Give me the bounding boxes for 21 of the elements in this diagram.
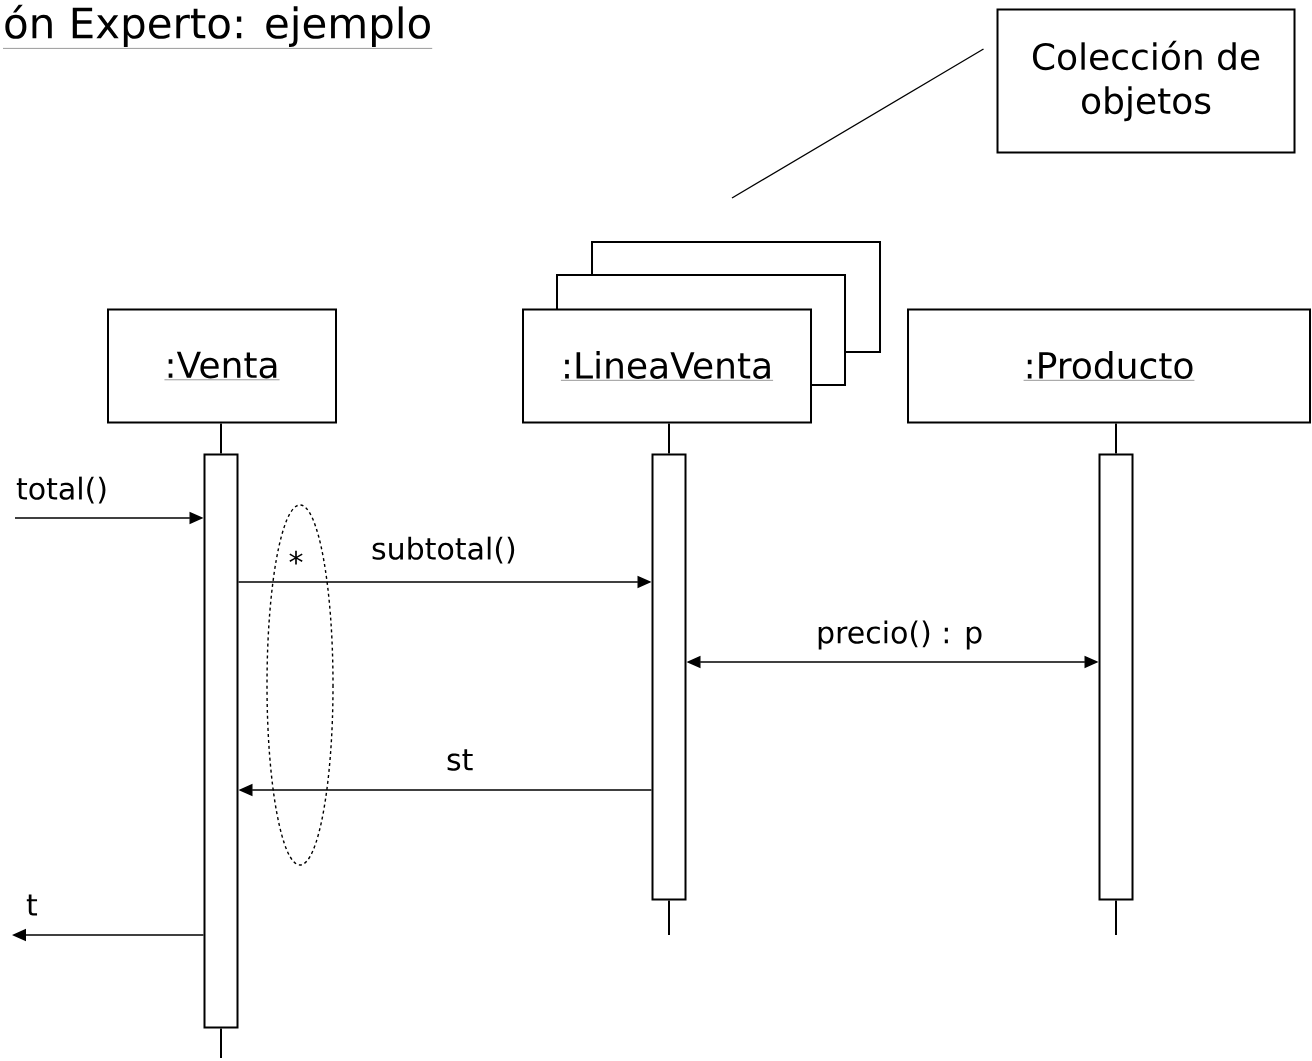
lifeline [1115,422,1117,455]
lifeline [1115,899,1117,936]
activation-bar [203,453,239,1029]
lifeline [668,899,670,936]
edge-label: subtotal() [372,536,515,564]
edge-label: total() [16,476,106,504]
object-stack: :LineaVenta [522,241,881,424]
activation-bar [1098,453,1134,901]
note-box: Colección de objetos [996,8,1296,154]
edge-label: precio() : p [818,620,982,650]
lifeline [220,422,222,455]
activation-bar [651,453,687,901]
leader-line [731,48,985,199]
iteration-mark: * [289,550,303,565]
edge-label: t [26,894,38,916]
edge-label: st [447,749,473,771]
object-box: :Venta [107,308,337,424]
lifeline [220,1027,222,1059]
object-box: :Producto [907,308,1311,424]
title: ón Experto: ejemplo [2,4,433,49]
lifeline [668,422,670,455]
